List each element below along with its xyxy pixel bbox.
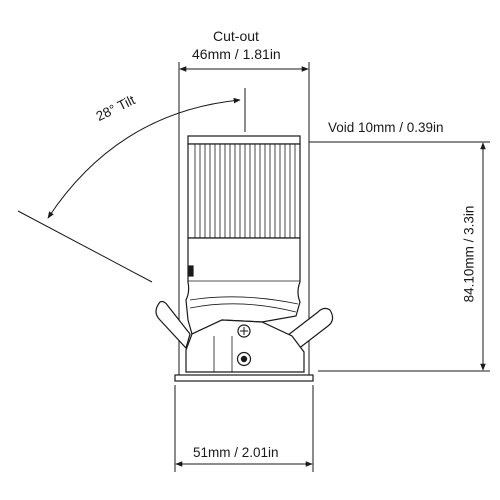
fixture: [155, 135, 334, 382]
cutout-dimension-label: 46mm / 1.81in: [192, 46, 281, 62]
heatsink-body: [187, 143, 301, 239]
void-dimension-label: Void 10mm / 0.39in: [328, 120, 444, 135]
spring-clip-left: [155, 300, 191, 350]
cutout-title: Cut-out: [213, 28, 259, 44]
tilt-bracket: [185, 319, 305, 373]
trim-plate: [174, 374, 314, 382]
tilt-arc: [47, 97, 241, 219]
heatsink-fins: [194, 144, 296, 238]
bottom-width-label: 51mm / 2.01in: [193, 445, 279, 460]
tilt-angle-line: [17, 210, 153, 283]
height-dimension-label: 84.10mm / 3.3in: [461, 205, 477, 303]
lower-housing: [185, 237, 301, 335]
heatsink-cap: [187, 135, 301, 145]
housing-tab: [188, 265, 194, 277]
